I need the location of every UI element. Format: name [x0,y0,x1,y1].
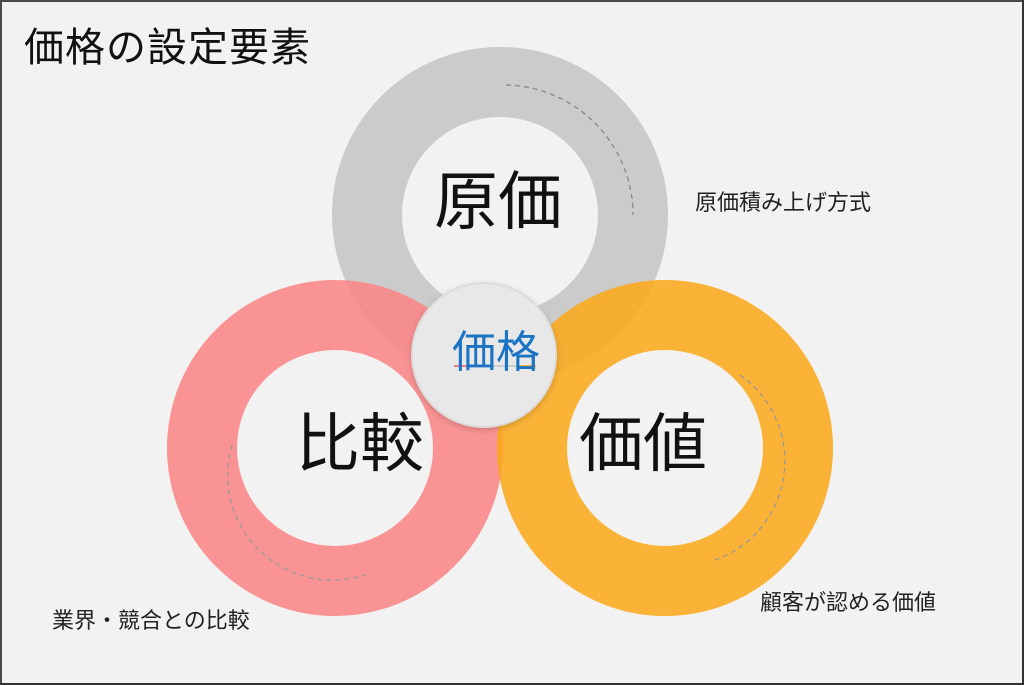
cost-label: 原価 [434,166,562,240]
comparison-ring [167,280,503,616]
frame-border-bottom [0,683,1024,685]
frame-border-top [0,0,1024,2]
value-label: 価値 [579,408,707,482]
comparison-caption: 業界・競合との比較 [52,609,250,634]
slide-title: 価格の設定要素 [24,25,311,71]
frame-border-left [0,0,2,685]
value-ring [497,280,833,616]
cost-caption: 原価積み上げ方式 [695,191,872,216]
comparison-label: 比較 [296,408,424,482]
center-circle [411,282,557,428]
frame-border-right [1022,0,1024,685]
value-caption: 顧客が認める価値 [760,591,937,616]
price-center-label: 価格 [452,327,540,378]
